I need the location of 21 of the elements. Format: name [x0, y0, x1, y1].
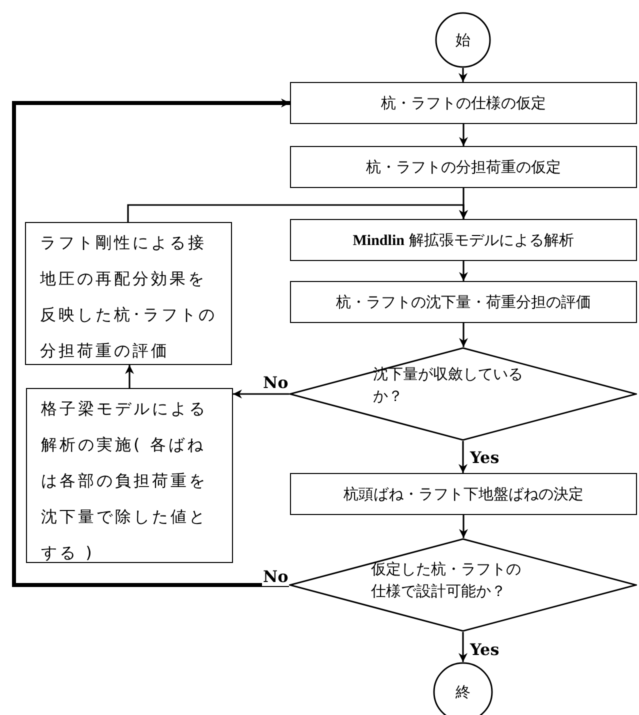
- arrow: [459, 124, 468, 146]
- arrow: [233, 390, 289, 398]
- arrow: [458, 68, 468, 82]
- arrow: [125, 365, 134, 388]
- arrow: [458, 441, 468, 473]
- arrow: [459, 515, 468, 538]
- arrow: [459, 261, 468, 281]
- arrow: [127, 204, 468, 222]
- process-box: ラフト剛性による接地圧の再配分効果を反映した杭･ラフトの分担荷重の評価: [25, 222, 232, 365]
- process-box: 杭頭ばね・ラフト下地盤ばねの決定: [290, 473, 637, 515]
- process-box: 杭・ラフトの仕様の仮定: [290, 82, 637, 124]
- terminal-circle: 始: [435, 12, 491, 68]
- arrow: [12, 98, 290, 587]
- decision-diamond: 仮定した杭・ラフトの仕様で設計可能か？: [289, 538, 637, 632]
- arrow: [459, 323, 468, 347]
- process-box: 杭・ラフトの沈下量・荷重分担の評価: [290, 281, 637, 323]
- arrow: [458, 632, 468, 662]
- edge-label: No: [262, 567, 290, 586]
- process-box: Mindlin 解拡張モデルによる解析: [290, 219, 637, 261]
- process-box: 杭・ラフトの分担荷重の仮定: [290, 146, 637, 188]
- process-box: 格子梁モデルによる解析の実施( 各ばねは各部の負担荷重を沈下量で除した値とする ): [26, 388, 233, 563]
